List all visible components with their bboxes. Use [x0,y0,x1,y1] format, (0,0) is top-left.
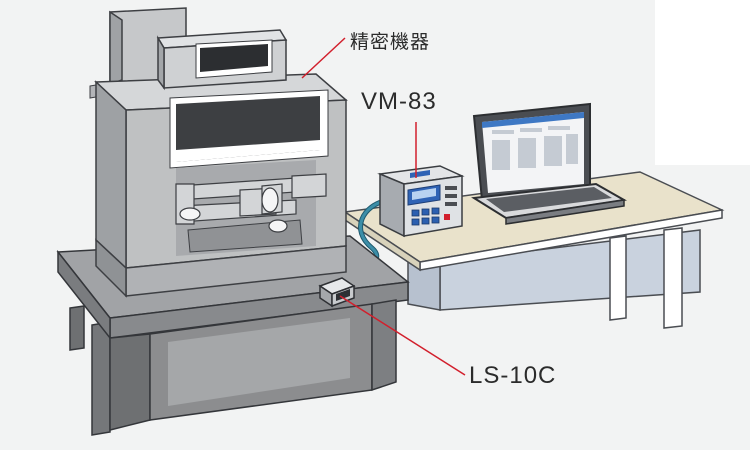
leader-line-sensor [339,295,466,376]
label-precision-equipment: 精密機器 [350,31,431,53]
leader-line-machine [301,37,346,79]
background-corner [655,0,750,165]
leader-lines [301,37,466,376]
control-box [156,29,288,91]
precision-machine [89,7,348,298]
amplifier-unit [377,165,465,238]
label-amplifier: VM-83 [361,88,437,115]
label-sensor: LS-10C [469,362,557,389]
sensor-head [318,277,356,308]
laptop [471,102,627,225]
